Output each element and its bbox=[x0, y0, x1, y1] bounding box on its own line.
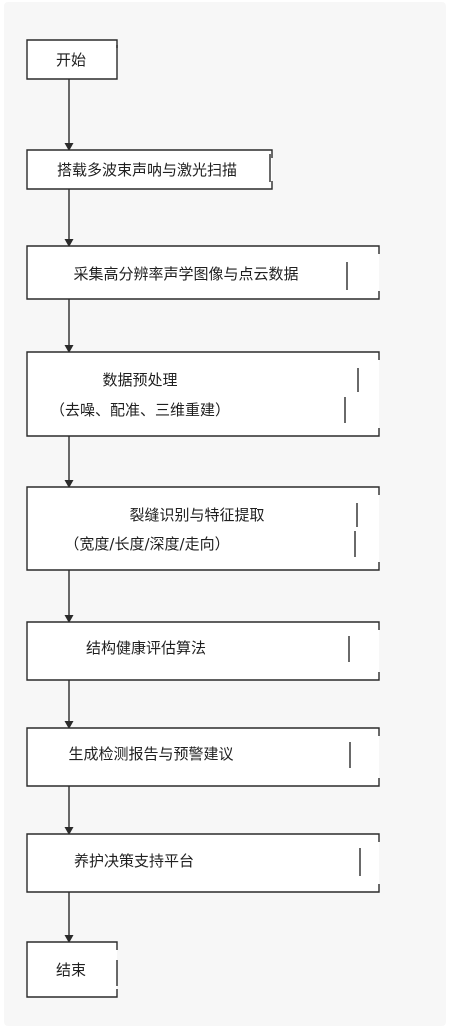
node-border bbox=[26, 621, 380, 681]
edge-assess-report bbox=[64, 680, 74, 729]
node-label: 数据预处理 bbox=[102, 371, 177, 389]
arrow-head bbox=[64, 615, 74, 623]
node-box bbox=[27, 834, 379, 892]
node-box bbox=[27, 622, 379, 680]
node-label: 养护决策支持平台 bbox=[74, 852, 194, 870]
node-border bbox=[26, 486, 380, 571]
node-box bbox=[27, 728, 379, 786]
node-border bbox=[26, 941, 118, 998]
edge-preprocess-crack bbox=[64, 436, 74, 488]
node-label: 采集高分辨率声学图像与点云数据 bbox=[73, 265, 298, 283]
node-label: 结束 bbox=[56, 961, 86, 979]
node-report: 生成检测报告与预警建议 bbox=[26, 727, 380, 787]
edge-collect-preprocess bbox=[64, 299, 74, 353]
node-label: 开始 bbox=[56, 51, 86, 69]
node-crack: 裂缝识别与特征提取 （宽度/长度/深度/走向） bbox=[26, 486, 380, 571]
node-collect: 采集高分辨率声学图像与点云数据 bbox=[26, 245, 380, 300]
arrow-head bbox=[64, 143, 74, 151]
node-label: （宽度/长度/深度/走向） bbox=[64, 535, 229, 553]
node-border bbox=[26, 351, 380, 437]
node-box bbox=[27, 246, 379, 299]
node-label: 生成检测报告与预警建议 bbox=[68, 745, 233, 763]
edge-start-scan bbox=[64, 79, 74, 151]
node-start: 开始 bbox=[26, 39, 118, 80]
edge-report-platform bbox=[64, 786, 74, 835]
node-end: 结束 bbox=[26, 941, 118, 998]
node-border bbox=[26, 833, 380, 893]
node-box bbox=[27, 942, 117, 997]
node-box bbox=[27, 40, 117, 79]
node-label: 结构健康评估算法 bbox=[86, 639, 206, 657]
node-preprocess: 数据预处理 （去噪、配准、三维重建） bbox=[26, 351, 380, 437]
arrow-head bbox=[64, 345, 74, 353]
node-border bbox=[26, 39, 118, 80]
node-box bbox=[27, 487, 379, 570]
edge-crack-assess bbox=[64, 570, 74, 623]
node-assess: 结构健康评估算法 bbox=[26, 621, 380, 681]
node-label: 裂缝识别与特征提取 bbox=[129, 506, 264, 524]
arrow-head bbox=[64, 480, 74, 488]
node-border bbox=[26, 727, 380, 787]
node-border bbox=[26, 149, 273, 190]
edge-platform-end bbox=[64, 892, 74, 943]
node-label: （去噪、配准、三维重建） bbox=[50, 401, 230, 419]
node-border bbox=[26, 245, 380, 300]
arrow-head bbox=[64, 721, 74, 729]
edge-scan-collect bbox=[64, 189, 74, 247]
node-box bbox=[27, 150, 272, 189]
arrow-head bbox=[64, 935, 74, 943]
node-label: 搭载多波束声呐与激光扫描 bbox=[57, 161, 237, 179]
arrow-head bbox=[64, 827, 74, 835]
node-scan: 搭载多波束声呐与激光扫描 bbox=[26, 149, 273, 190]
arrow-head bbox=[64, 239, 74, 247]
node-box bbox=[27, 352, 379, 436]
node-platform: 养护决策支持平台 bbox=[26, 833, 380, 893]
